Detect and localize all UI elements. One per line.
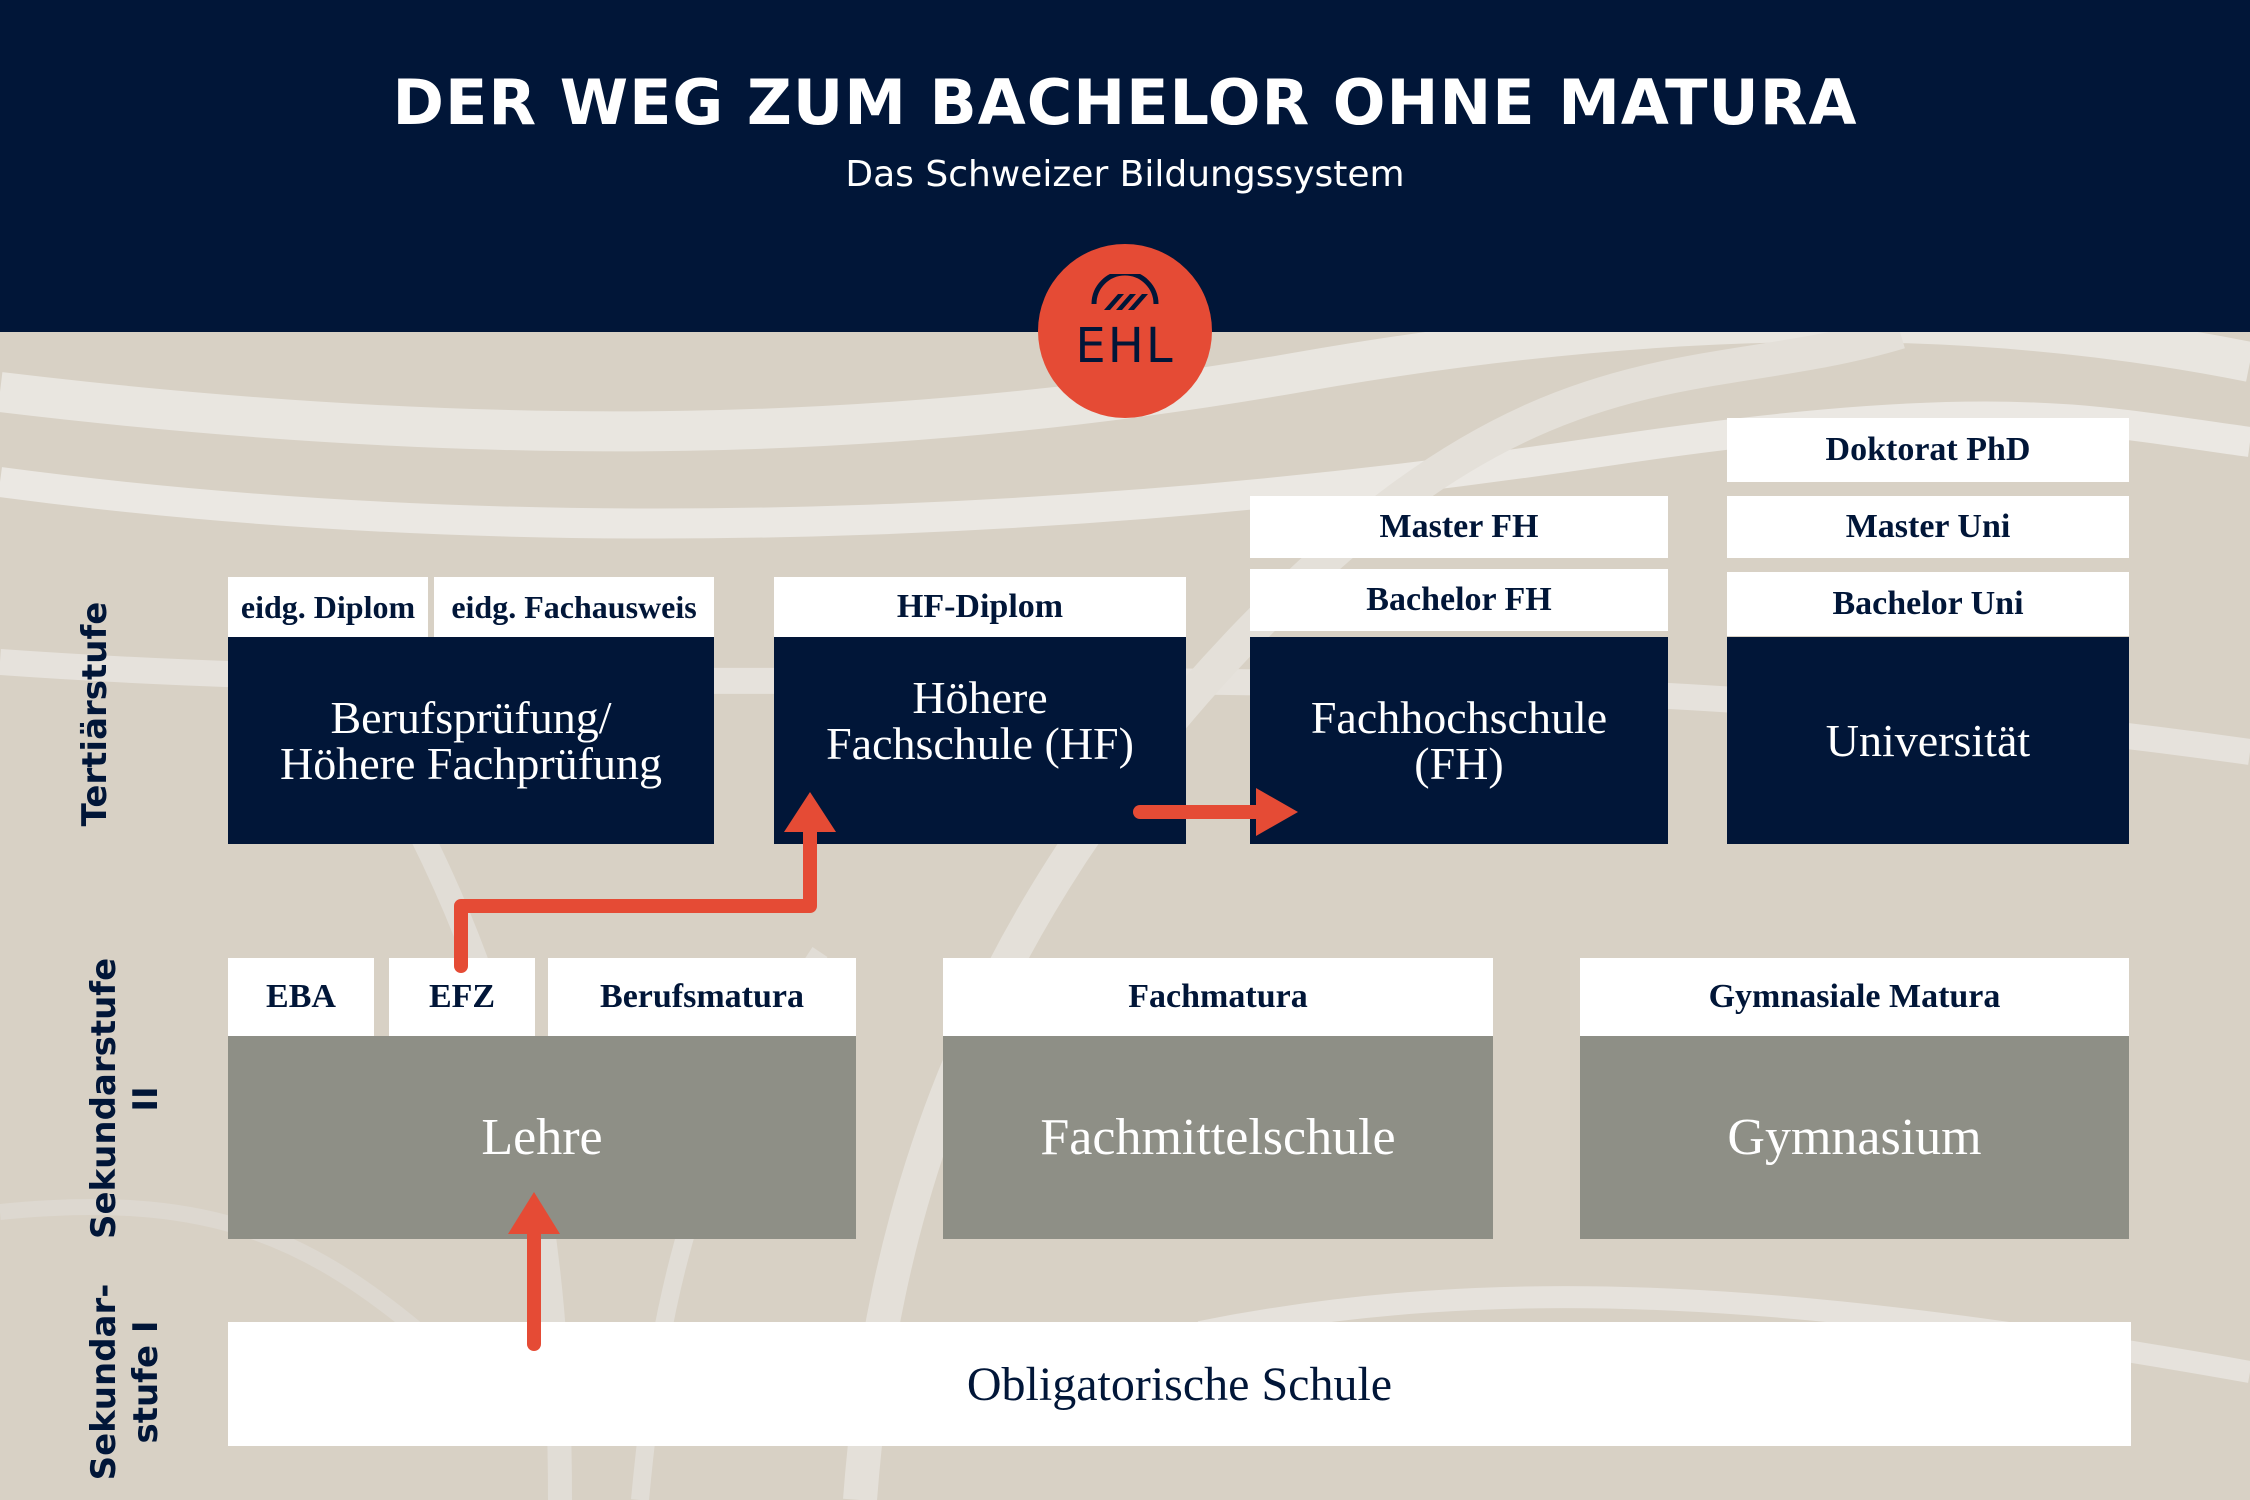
cert-fachmatura: Fachmatura — [943, 958, 1493, 1036]
cert-bachelor-fh-text: Bachelor FH — [1366, 581, 1552, 618]
cert-berufsmatura-text: Berufsmatura — [600, 978, 804, 1015]
cert-hf-diplom: HF-Diplom — [774, 577, 1186, 637]
hf-line2: Fachschule (HF) — [826, 717, 1134, 769]
logo-text: EHL — [1075, 318, 1175, 374]
cert-eidg-fachausweis-text: eidg. Fachausweis — [451, 588, 697, 625]
cert-fachmatura-text: Fachmatura — [1128, 978, 1308, 1015]
berufspruefung-line2: Höhere Fachprüfung — [280, 737, 662, 789]
box-obligatorische-schule: Obligatorische Schule — [228, 1322, 2131, 1446]
berufspruefung-line1: Berufsprüfung/ — [330, 691, 612, 743]
cert-eba: EBA — [228, 958, 374, 1036]
cert-master-fh: Master FH — [1250, 496, 1668, 558]
page-title: DER WEG ZUM BACHELOR OHNE MATURA — [392, 66, 1858, 139]
obligatorische-schule-text: Obligatorische Schule — [966, 1357, 1393, 1411]
logo-roof-icon — [1091, 274, 1159, 310]
cert-doktorat-phd-text: Doktorat PhD — [1825, 431, 2031, 468]
page-subtitle: Das Schweizer Bildungssystem — [845, 154, 1405, 195]
fh-line2: (FH) — [1414, 737, 1504, 789]
arrow-school-to-lehre-head — [508, 1192, 560, 1234]
hf-line1: Höhere — [912, 671, 1048, 723]
box-fachhochschule: Fachhochschule (FH) — [1250, 637, 1668, 844]
cert-efz-text: EFZ — [428, 978, 496, 1015]
cert-eidg-diplom: eidg. Diplom — [228, 577, 428, 637]
arrow-hf-to-fh-head — [1256, 788, 1298, 836]
cert-master-uni: Master Uni — [1727, 496, 2129, 558]
cert-doktorat-phd: Doktorat PhD — [1727, 418, 2129, 482]
box-hoehere-fachschule: Höhere Fachschule (HF) — [774, 637, 1186, 844]
box-berufspruefung: Berufsprüfung/ Höhere Fachprüfung — [228, 637, 714, 844]
box-fachmittelschule: Fachmittelschule — [943, 1036, 1493, 1239]
cert-berufsmatura: Berufsmatura — [548, 958, 856, 1036]
ehl-logo: EHL — [1038, 244, 1212, 418]
cert-gymnasiale-matura: Gymnasiale Matura — [1580, 958, 2129, 1036]
box-universitaet: Universität — [1727, 637, 2129, 844]
cert-eidg-diplom-text: eidg. Diplom — [240, 588, 416, 625]
cert-master-fh-text: Master FH — [1379, 508, 1539, 545]
cert-hf-diplom-text: HF-Diplom — [896, 588, 1064, 625]
cert-eidg-fachausweis: eidg. Fachausweis — [434, 577, 714, 637]
fh-line1: Fachhochschule — [1310, 691, 1608, 743]
gymnasium-text: Gymnasium — [1727, 1109, 1982, 1166]
cert-bachelor-uni-text: Bachelor Uni — [1832, 585, 2024, 622]
universitaet-text: Universität — [1825, 714, 2031, 766]
cert-master-uni-text: Master Uni — [1845, 508, 2011, 545]
cert-efz: EFZ — [389, 958, 535, 1036]
fachmittelschule-text: Fachmittelschule — [1040, 1109, 1396, 1166]
lehre-text: Lehre — [481, 1109, 603, 1166]
cert-eba-text: EBA — [266, 978, 336, 1015]
box-gymnasium: Gymnasium — [1580, 1036, 2129, 1239]
arrow-efz-to-hf — [454, 819, 817, 973]
cert-bachelor-uni: Bachelor Uni — [1727, 572, 2129, 636]
arrow-efz-to-hf-head — [784, 792, 836, 832]
cert-bachelor-fh: Bachelor FH — [1250, 569, 1668, 631]
cert-gymnasiale-matura-text: Gymnasiale Matura — [1708, 978, 2001, 1015]
